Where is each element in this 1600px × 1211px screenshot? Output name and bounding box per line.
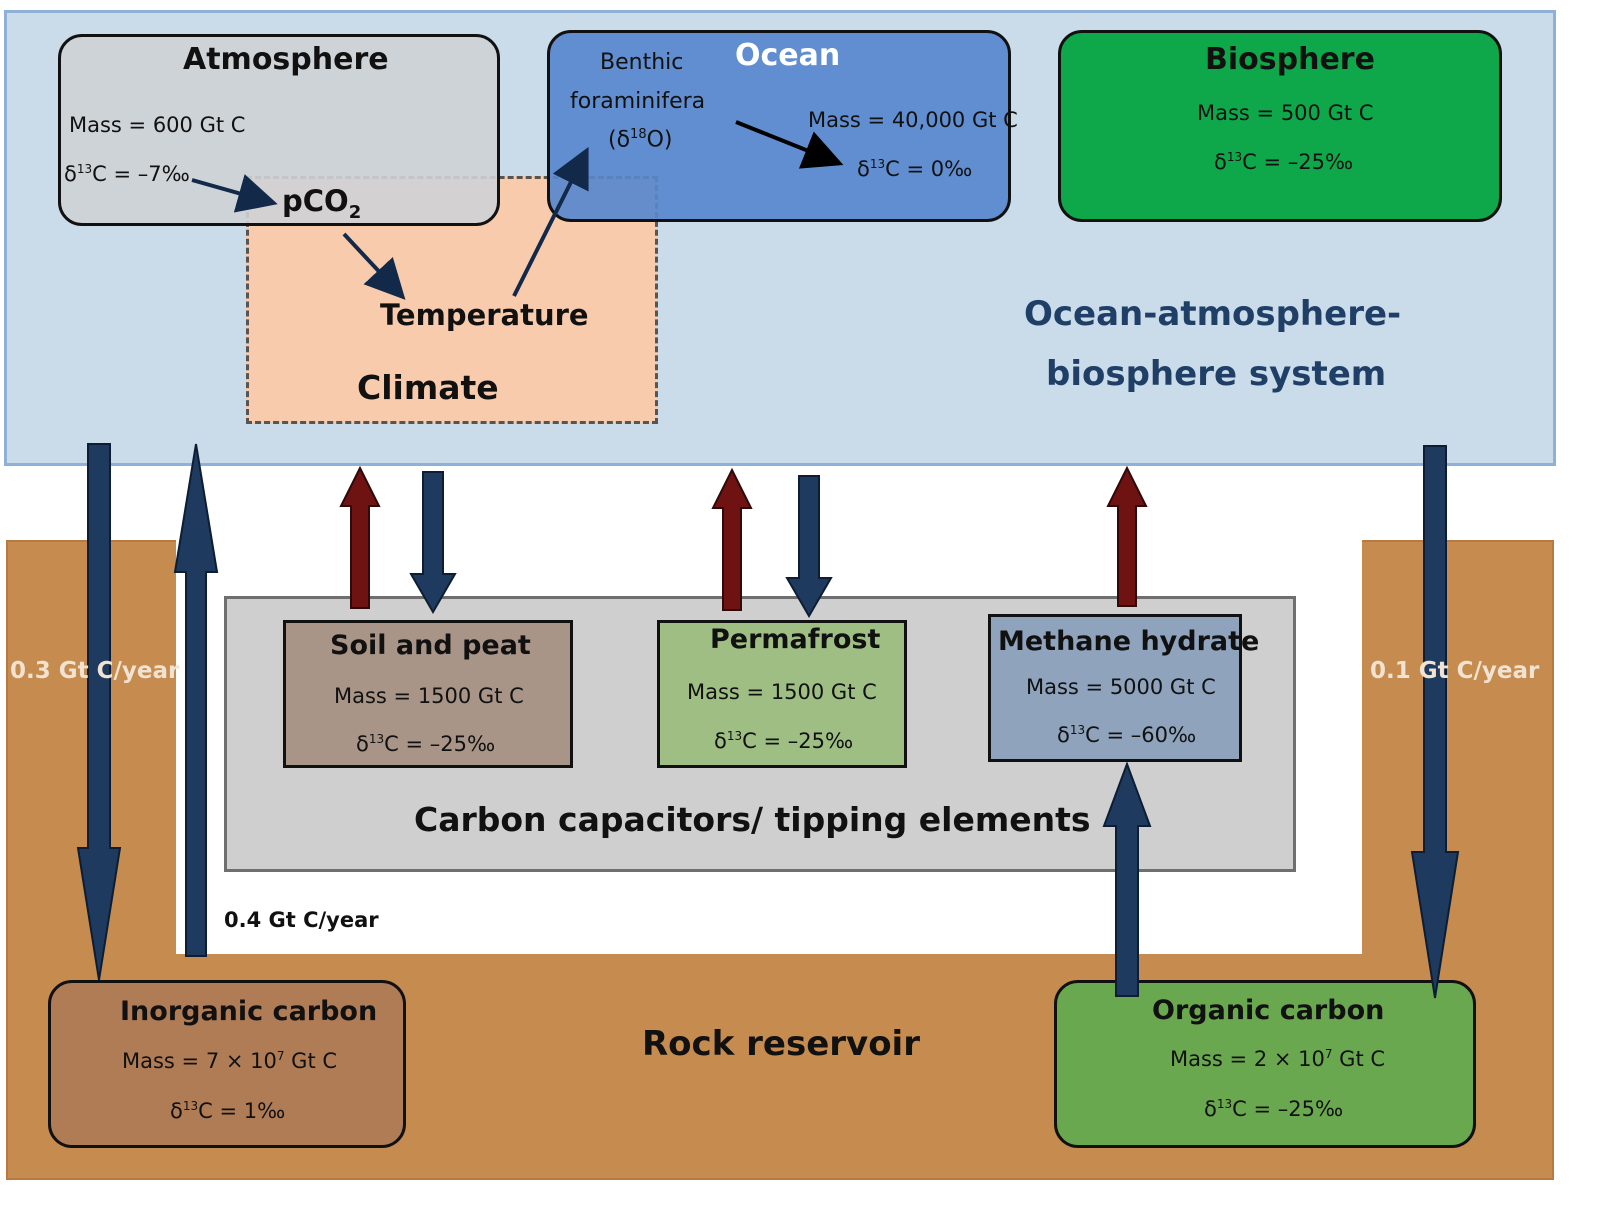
ocean-box bbox=[547, 30, 1011, 222]
isotope-13: 13 bbox=[1226, 150, 1243, 164]
uptake-arrow-soil bbox=[409, 471, 457, 614]
inorganic-mass-post: Gt C bbox=[284, 1049, 338, 1073]
pco2-label: pCO2 bbox=[282, 184, 361, 223]
benthic-line2: foraminifera bbox=[570, 89, 706, 114]
inorganic-d13c: δ13C = 1‰ bbox=[170, 1099, 285, 1123]
atmosphere-box bbox=[58, 34, 500, 226]
release-arrow-methane bbox=[1106, 465, 1148, 607]
arrow-ocean-mass-to-d13c bbox=[735, 120, 844, 169]
biosphere-title: Biosphere bbox=[1205, 42, 1375, 77]
ocean-mass: Mass = 40,000 Gt C bbox=[808, 108, 1018, 132]
delta-symbol: δ bbox=[714, 729, 727, 753]
arrow-temperature-to-foraminifera bbox=[512, 146, 589, 297]
uptake-arrow-permafrost bbox=[785, 475, 833, 618]
isotope-13: 13 bbox=[76, 162, 93, 176]
temperature-label: Temperature bbox=[380, 298, 589, 332]
inorganic-d13c-value: C = 1‰ bbox=[198, 1099, 286, 1123]
isotope-18: 18 bbox=[630, 127, 647, 142]
inorganic-title: Inorganic carbon bbox=[120, 996, 378, 1027]
delta-symbol: δ bbox=[1057, 723, 1070, 747]
carbon-capacitors-label: Carbon capacitors/ tipping elements bbox=[414, 800, 1091, 839]
isotope-13: 13 bbox=[368, 732, 385, 746]
flux-arrow-left-down bbox=[76, 443, 122, 981]
organic-d13c: δ13C = –25‰ bbox=[1204, 1097, 1343, 1121]
flux-label-left-down: 0.3 Gt C/year bbox=[10, 658, 180, 684]
methane-d13c-value: C = –60‰ bbox=[1085, 723, 1197, 747]
methane-mass: Mass = 5000 Gt C bbox=[1026, 675, 1216, 699]
permafrost-mass: Mass = 1500 Gt C bbox=[687, 680, 877, 704]
organic-d13c-value: C = –25‰ bbox=[1232, 1097, 1344, 1121]
permafrost-title: Permafrost bbox=[710, 624, 881, 655]
delta-symbol: δ bbox=[356, 732, 369, 756]
system-label-line2: biosphere system bbox=[1046, 354, 1387, 394]
biosphere-d13c: δ13C = –25‰ bbox=[1214, 150, 1353, 174]
soil-mass: Mass = 1500 Gt C bbox=[334, 684, 524, 708]
delta-symbol: δ bbox=[1204, 1097, 1217, 1121]
arrow-pco2-to-temperature bbox=[342, 232, 406, 300]
system-label-line1: Ocean-atmosphere- bbox=[1024, 294, 1402, 334]
permafrost-d13c: δ13C = –25‰ bbox=[714, 729, 853, 753]
isotope-13: 13 bbox=[869, 157, 886, 171]
inorganic-mass-exp: 7 bbox=[276, 1049, 285, 1063]
permafrost-d13c-value: C = –25‰ bbox=[742, 729, 854, 753]
atmosphere-mass: Mass = 600 Gt C bbox=[69, 113, 246, 137]
flux-arrow-left-up bbox=[173, 443, 219, 957]
inorganic-mass: Mass = 7 × 107 Gt C bbox=[122, 1049, 337, 1073]
biosphere-box bbox=[1058, 30, 1502, 222]
soil-d13c: δ13C = –25‰ bbox=[356, 732, 495, 756]
delta-symbol: δ bbox=[857, 157, 870, 181]
methane-title: Methane hydrate bbox=[998, 626, 1260, 657]
soil-title: Soil and peat bbox=[330, 630, 531, 661]
ocean-d13c: δ13C = 0‰ bbox=[857, 157, 972, 181]
isotope-13: 13 bbox=[1216, 1097, 1233, 1111]
flux-arrow-right-down bbox=[1410, 445, 1460, 999]
d18o-close: O) bbox=[646, 127, 673, 153]
ocean-title: Ocean bbox=[735, 38, 841, 73]
flux-label-right-down: 0.1 Gt C/year bbox=[1370, 658, 1540, 684]
organic-title: Organic carbon bbox=[1152, 995, 1385, 1026]
release-arrow-soil bbox=[339, 465, 381, 609]
atmosphere-d13c-value: C = –7‰ bbox=[92, 162, 190, 186]
pco2-base: pCO bbox=[282, 184, 349, 218]
soil-peat-box bbox=[283, 620, 573, 768]
inorganic-mass-pre: Mass = 7 × 10 bbox=[122, 1049, 277, 1073]
pco2-subscript: 2 bbox=[348, 201, 362, 223]
d18o-open: (δ bbox=[608, 127, 631, 153]
climate-label: Climate bbox=[357, 368, 499, 407]
isotope-13: 13 bbox=[1069, 723, 1086, 737]
delta-symbol: δ bbox=[1214, 150, 1227, 174]
isotope-13: 13 bbox=[182, 1099, 199, 1113]
isotope-13: 13 bbox=[726, 729, 743, 743]
organic-mass-pre: Mass = 2 × 10 bbox=[1170, 1047, 1325, 1071]
organic-mass: Mass = 2 × 107 Gt C bbox=[1170, 1047, 1385, 1071]
delta-symbol: δ bbox=[170, 1099, 183, 1123]
biosphere-d13c-value: C = –25‰ bbox=[1242, 150, 1354, 174]
methane-hydrate-box bbox=[988, 614, 1242, 762]
ocean-d13c-value: C = 0‰ bbox=[885, 157, 973, 181]
permafrost-box bbox=[657, 620, 907, 768]
flux-label-left-up: 0.4 Gt C/year bbox=[224, 908, 379, 932]
flux-arrow-organic-to-methane bbox=[1102, 761, 1152, 997]
rock-reservoir-label: Rock reservoir bbox=[642, 1024, 920, 1064]
benthic-line1: Benthic bbox=[600, 50, 684, 75]
atmosphere-d13c: δ13C = –7‰ bbox=[64, 162, 190, 186]
benthic-d18o: (δ18O) bbox=[608, 127, 673, 152]
organic-mass-post: Gt C bbox=[1332, 1047, 1386, 1071]
organic-mass-exp: 7 bbox=[1324, 1047, 1333, 1061]
methane-d13c: δ13C = –60‰ bbox=[1057, 723, 1196, 747]
soil-d13c-value: C = –25‰ bbox=[384, 732, 496, 756]
inorganic-carbon-box bbox=[48, 980, 406, 1148]
delta-symbol: δ bbox=[64, 162, 77, 186]
organic-carbon-box bbox=[1054, 980, 1476, 1148]
release-arrow-permafrost bbox=[711, 467, 753, 611]
biosphere-mass: Mass = 500 Gt C bbox=[1197, 101, 1374, 125]
arrow-d13c-to-pco2 bbox=[191, 174, 278, 213]
atmosphere-title: Atmosphere bbox=[183, 42, 389, 77]
